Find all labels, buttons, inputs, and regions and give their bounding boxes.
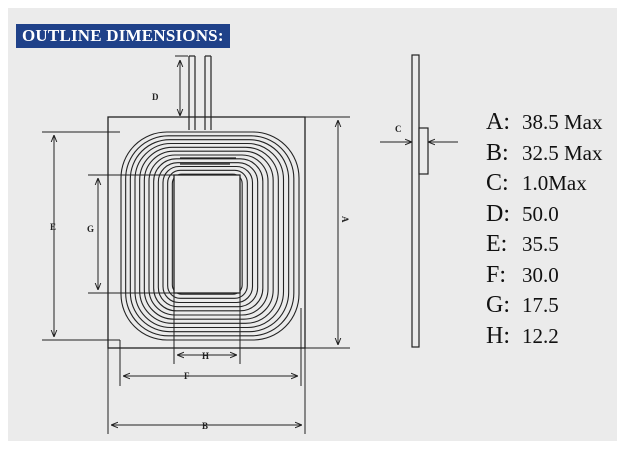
coil-inner-window [173,174,241,294]
spec-value: 30.0 [522,262,559,287]
label-h: H [202,351,209,361]
spec-row: A: 38.5 Max [486,110,603,134]
label-d: D [152,92,159,102]
spec-row: B: 32.5 Max [486,141,603,165]
coil-outline-drawing: D E G A H [42,54,458,434]
spec-key: E: [486,231,508,257]
dimension-h [173,293,241,364]
spec-value: 12.2 [522,323,559,348]
label-a: A [340,216,350,223]
winding-turn [139,146,279,324]
label-f: F [184,371,190,381]
dimension-d [175,55,188,116]
winding-turn [125,135,295,337]
winding-turn [162,165,254,304]
spec-key: D: [486,200,510,227]
winding-turn [120,131,300,341]
spec-row: G: 17.5 [486,293,559,317]
spec-row: H: 12.2 [486,324,559,348]
winding-turn [143,150,274,320]
spec-row: D: 50.0 [486,202,559,226]
winding-turn [171,173,243,295]
winding-turn [148,154,269,316]
spec-value: 50.0 [522,201,559,226]
label-g: G [87,224,94,234]
winding-turn [134,142,285,329]
spec-key: B: [486,139,509,166]
spec-row: F: 30.0 [486,263,559,287]
coil-windings [120,131,300,341]
spec-row: E: 35.5 [486,232,559,256]
label-b: B [202,421,208,431]
spec-value: 17.5 [522,293,559,317]
spec-value: 35.5 [522,232,559,256]
winding-turn [129,139,290,333]
spec-key: C: [486,170,509,196]
winding-turn [153,158,264,312]
spec-row: C: 1.0Max [486,171,587,195]
spec-value: 1.0Max [522,171,587,195]
label-c: C [395,124,402,134]
section-title: OUTLINE DIMENSIONS: [16,24,230,48]
label-e: E [50,222,56,232]
side-view [411,54,429,348]
spec-key: A: [486,109,510,135]
winding-turn [167,169,248,299]
dimension-e [42,131,120,341]
spec-value: 32.5 Max [522,140,603,165]
spec-key: G: [486,292,510,318]
spec-value: 38.5 Max [522,110,603,134]
spec-key: H: [486,322,510,349]
dimension-f [119,308,302,386]
winding-turn [157,162,259,308]
dimension-a [305,116,350,349]
dimension-g [88,174,174,294]
lead-wires [180,55,236,165]
outline-dimensions-panel: OUTLINE DIMENSIONS: D [8,8,617,441]
spec-key: F: [486,261,507,288]
dimension-b [107,348,306,434]
